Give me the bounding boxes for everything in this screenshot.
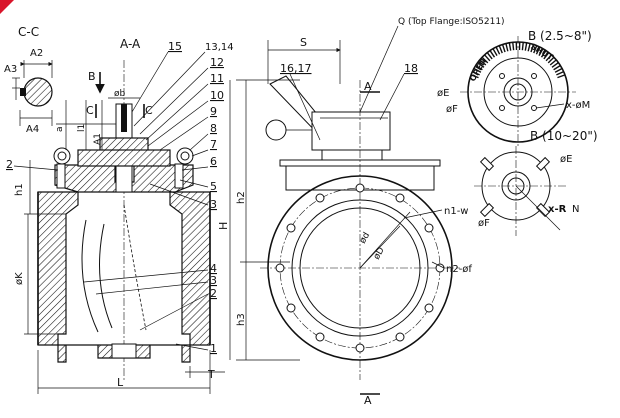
callout-13-14: 13,14 bbox=[205, 42, 234, 53]
callout-9: 9 bbox=[210, 105, 217, 118]
arrow-c-left-label: C bbox=[86, 104, 94, 117]
dim-phi-b-label: øb bbox=[114, 89, 126, 99]
callout-15: 15 bbox=[168, 40, 182, 53]
phi-f-top-label: øF bbox=[446, 104, 458, 115]
section-cc-title: C-C bbox=[18, 25, 39, 39]
valve-plug-curve bbox=[82, 220, 98, 332]
callout-10: 10 bbox=[210, 89, 224, 102]
dial-tick bbox=[503, 44, 505, 52]
n2-phi-f-label: n2-øf bbox=[446, 264, 472, 275]
callout-1: 1 bbox=[210, 342, 217, 355]
callout-7: 7 bbox=[210, 138, 217, 151]
phi-e-top-label: øE bbox=[437, 88, 449, 99]
arrow-a-bottom-label: A bbox=[364, 394, 372, 407]
dim-a3-label: A3 bbox=[4, 64, 17, 75]
view-b-large: B (10~20") øE øF x-R N bbox=[474, 129, 598, 236]
dim-a-label: a bbox=[55, 126, 65, 132]
n-label: N bbox=[572, 204, 579, 215]
shaft-section-circle bbox=[24, 78, 52, 106]
dim-l1-label: l1 bbox=[77, 124, 87, 132]
callout-5: 5 bbox=[210, 180, 217, 193]
callout-6: 6 bbox=[210, 155, 217, 168]
dial-tick bbox=[557, 75, 565, 78]
dim-a4-label: A4 bbox=[26, 124, 39, 135]
shaft-key bbox=[20, 88, 26, 96]
callout-3-top: 3 bbox=[210, 198, 217, 211]
dial-open-text: OPEN bbox=[468, 57, 488, 83]
dial-tick bbox=[525, 43, 526, 51]
red-corner-mark bbox=[0, 0, 14, 14]
dim-phi-k-label: øK bbox=[14, 272, 25, 285]
n1-w-label: n1-w bbox=[444, 206, 469, 217]
dim-h1-label: h1 bbox=[14, 183, 25, 196]
dim-h2-label: h2 bbox=[236, 191, 247, 204]
x-phi-m-label: x-øM bbox=[566, 100, 590, 111]
dim-big-h-label: H bbox=[217, 222, 230, 230]
dial-tick bbox=[522, 42, 523, 50]
phi-f-bottom-label: øF bbox=[478, 218, 490, 229]
callout-18: 18 bbox=[404, 62, 418, 75]
body-right-wall bbox=[170, 192, 210, 345]
dial-tick bbox=[506, 43, 508, 51]
dim-phi-d-outer: øD bbox=[372, 246, 387, 262]
callout-12: 12 bbox=[210, 56, 224, 69]
section-aa-title: A-A bbox=[120, 37, 141, 51]
view-b-small-title: B (2.5~8") bbox=[528, 29, 592, 43]
callout-16-17: 16,17 bbox=[280, 62, 312, 75]
callout-2-left: 2 bbox=[6, 158, 13, 171]
dial-tick bbox=[499, 46, 502, 53]
dim-h3-label: h3 bbox=[236, 313, 247, 326]
dial-tick bbox=[555, 69, 562, 73]
top-flange-label: Q (Top Flange:ISO5211) bbox=[398, 17, 505, 27]
callout-2-bottom: 2 bbox=[210, 287, 217, 300]
dim-l-label: L bbox=[117, 376, 124, 389]
front-view: H h2 h3 S bbox=[217, 17, 505, 407]
eyebolt-left bbox=[54, 148, 70, 164]
callout-11: 11 bbox=[210, 72, 224, 85]
eyebolt-right bbox=[177, 148, 193, 164]
dial-shut-text: SHUT bbox=[529, 42, 555, 62]
dim-a1-label: A1 bbox=[93, 133, 103, 145]
dial-tick bbox=[513, 42, 514, 50]
dim-t-label: T bbox=[207, 368, 215, 381]
dim-s-label: S bbox=[300, 36, 307, 49]
bottom-plug bbox=[112, 344, 136, 358]
callout-3-bottom: 3 bbox=[210, 274, 217, 287]
dial-tick bbox=[556, 72, 563, 75]
arrow-a-top-label: A bbox=[364, 80, 372, 93]
x-r-label: x-R bbox=[548, 204, 567, 215]
callout-8: 8 bbox=[210, 122, 217, 135]
dial-tick bbox=[496, 47, 500, 54]
dim-a2-label: A2 bbox=[30, 48, 43, 59]
phi-e-bottom-label: øE bbox=[560, 154, 572, 165]
dial-tick bbox=[509, 43, 510, 51]
view-b-large-title: B (10~20") bbox=[530, 129, 598, 143]
dim-phi-d-inner: ød bbox=[358, 231, 372, 246]
arrow-b-label: B bbox=[88, 70, 96, 83]
body-left-wall bbox=[38, 192, 78, 345]
section-cc-view: C-C A2 A3 A4 bbox=[4, 25, 52, 135]
